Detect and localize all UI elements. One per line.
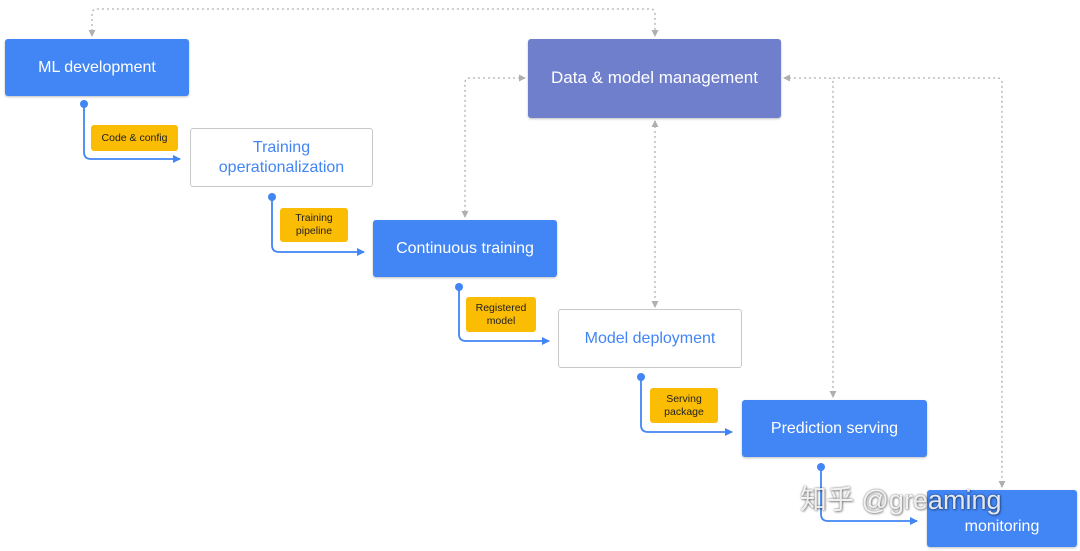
artifact-tag-training-pipeline: Training pipeline <box>280 208 348 242</box>
ml-development-box: ML development <box>5 39 189 96</box>
flow-arrow-model-deployment-to-prediction-serving <box>640 377 733 436</box>
ml-development-label: ML development <box>38 58 156 76</box>
continuous-training-box: Continuous training <box>373 220 557 277</box>
training-operationalization-label: Training operationalization <box>218 139 345 176</box>
flow-start-dot <box>817 463 825 471</box>
flow-start-dot <box>268 193 276 201</box>
continuous-monitoring-label: monitoring <box>964 517 1040 535</box>
data-model-management-label: Data & model management <box>551 68 758 88</box>
dotted-link-management-to-prediction-serving <box>783 74 837 398</box>
training-operationalization-box: Training operationalization <box>190 128 373 187</box>
flow-start-dot <box>455 283 463 291</box>
continuous-monitoring-box: monitoring <box>927 490 1077 547</box>
flow-arrow-training-op-to-continuous-training <box>271 197 365 256</box>
artifact-tag-serving-package: Serving package <box>650 388 718 423</box>
flow-arrow-continuous-training-to-model-deployment <box>458 287 550 345</box>
model-deployment-label: Model deployment <box>584 329 716 347</box>
model-deployment-box: Model deployment <box>558 309 742 368</box>
artifact-tag-registered-model: Registered model <box>466 297 536 332</box>
data-model-management-box: Data & model management <box>528 39 781 118</box>
artifact-tag-code-config: Code & config <box>91 125 178 151</box>
dotted-link-ml-dev-to-management <box>88 8 659 37</box>
prediction-serving-label: Prediction serving <box>770 419 899 437</box>
flow-arrow-prediction-serving-to-monitoring <box>820 467 918 525</box>
dotted-link-management-to-continuous-training <box>461 74 526 218</box>
flow-arrow-ml-dev-to-training-op <box>83 104 181 163</box>
continuous-training-label: Continuous training <box>396 239 534 257</box>
prediction-serving-box: Prediction serving <box>742 400 927 457</box>
flow-start-dot <box>637 373 645 381</box>
dotted-link-management-to-monitoring <box>833 77 1006 488</box>
flow-start-dot <box>80 100 88 108</box>
